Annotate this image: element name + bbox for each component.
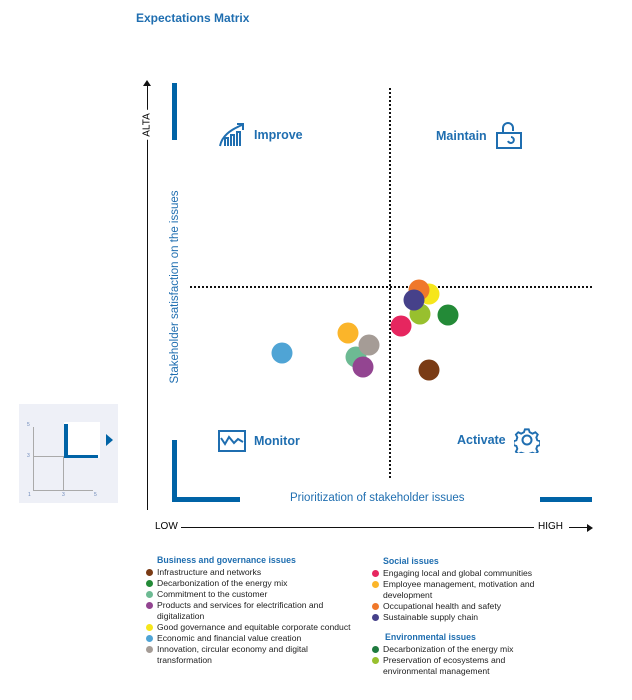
frame-bar-bottom-right [540,497,592,502]
mini-map-bar-v [64,424,68,458]
legend-item: Sustainable supply chain [372,612,547,623]
legend-label: Good governance and equitable corporate … [157,622,351,632]
legend-swatch [372,646,379,653]
legend-swatch [146,635,153,642]
mini-map-tick: 3 [62,492,65,498]
quadrant-activate: Activate [457,427,540,453]
frame-bar-bottom [172,497,240,502]
x-axis-line-end [569,527,587,528]
mini-map-threshold-v [63,456,64,490]
scatter-point [271,342,293,364]
scatter-point [337,322,359,344]
quadrant-maintain-label: Maintain [436,129,487,143]
legend-heading: Social issues [383,556,439,566]
mini-map: 5 3 1 3 5 [19,404,118,503]
legend-label: Sustainable supply chain [383,612,479,622]
legend-label: Infrastructure and networks [157,567,262,577]
x-axis-arrow-icon [587,524,593,532]
legend-label: Decarbonization of the energy mix [383,644,514,654]
quadrant-improve: Improve [218,122,303,148]
legend-item: Occupational health and safety [372,601,547,612]
legend-swatch [146,580,153,587]
legend-item: Preservation of ecosystems and environme… [372,655,547,677]
threshold-horizontal-line [190,286,592,288]
legend-item: Economic and financial value creation [146,633,361,644]
mini-map-bar-h [64,455,98,458]
legend-heading: Business and governance issues [157,555,296,565]
growth-chart-icon [219,123,244,147]
mini-map-axis-x [33,490,93,491]
y-axis-line [147,84,148,510]
scatter-point [352,356,374,378]
x-axis-high-label: HIGH [538,521,563,532]
mini-map-tick: 1 [28,492,31,498]
legend-item: Infrastructure and networks [146,567,361,578]
legend-label: Occupational health and safety [383,601,502,611]
x-axis-line [181,527,534,528]
mini-map-highlight [64,422,100,458]
quadrant-activate-label: Activate [457,433,506,447]
scatter-point [390,315,411,337]
legend-swatch [146,591,153,598]
legend-swatch [372,581,379,588]
scatter-point [437,304,459,326]
legend-item: Employee management, motivation and deve… [372,579,547,601]
y-axis-top-label: ALTA [141,110,153,140]
mini-map-tick: 5 [27,422,30,428]
legend-swatch [146,624,153,631]
threshold-vertical-line [389,88,391,478]
legend-swatch [372,603,379,610]
mini-map-arrow-icon [106,434,113,446]
monitor-graph-icon [218,430,246,452]
y-axis-arrow-icon [143,80,151,86]
legend-item: Products and services for electrificatio… [146,600,361,622]
legend-label: Decarbonization of the energy mix [157,578,288,588]
legend-business: Business and governance issues Infrastru… [146,555,361,666]
legend-swatch [146,569,153,576]
legend-label: Preservation of ecosystems and environme… [383,655,506,676]
quadrant-maintain: Maintain [436,122,523,150]
mini-map-tick: 5 [94,492,97,498]
legend-label: Economic and financial value creation [157,633,302,643]
scatter-point [403,289,425,311]
mini-map-threshold-h [33,456,64,457]
legend-item: Commitment to the customer [146,589,361,600]
legend-item: Innovation, circular economy and digital… [146,644,361,666]
quadrant-improve-label: Improve [254,128,303,142]
legend-label: Innovation, circular economy and digital… [157,644,308,665]
legend-social: Social issues Engaging local and global … [372,556,547,623]
legend-label: Products and services for electrificatio… [157,600,324,621]
legend-swatch [146,602,153,609]
legend-swatch [372,657,379,664]
legend-label: Commitment to the customer [157,589,268,599]
legend-swatch [372,614,379,621]
x-axis-label: Prioritization of stakeholder issues [290,492,465,504]
legend-heading: Environmental issues [385,632,476,642]
frame-bar-bottom-left [172,440,177,502]
mini-map-tick: 3 [27,453,30,459]
quadrant-monitor-label: Monitor [254,434,300,448]
mini-map-axis-y [33,427,34,490]
scatter-point [358,334,380,356]
legend-swatch [372,570,379,577]
legend-item: Good governance and equitable corporate … [146,622,361,633]
unlock-icon [495,122,522,149]
legend-swatch [146,646,153,653]
scatter-point [418,359,440,381]
page-title: Expectations Matrix [136,11,250,25]
y-axis-label: Stakeholder satisfaction on the issues [169,186,181,388]
legend-item: Decarbonization of the energy mix [146,578,361,589]
legend-environmental: Environmental issues Decarbonization of … [372,632,547,677]
gear-icon [513,428,540,453]
x-axis-low-label: LOW [155,521,178,532]
quadrant-monitor: Monitor [218,430,300,452]
legend-item: Decarbonization of the energy mix [372,644,547,655]
legend-item: Engaging local and global communities [372,568,547,579]
legend-label: Engaging local and global communities [383,568,533,578]
legend-label: Employee management, motivation and deve… [383,579,535,600]
frame-bar-top-left [172,83,177,140]
